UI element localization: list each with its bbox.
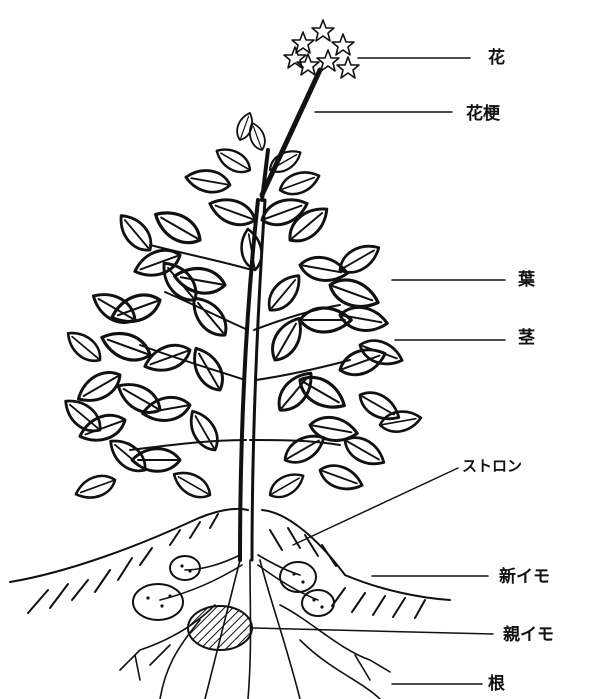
label-flower: 花 xyxy=(488,50,505,67)
label-stem: 茎 xyxy=(518,330,535,347)
label-stolon: ストロン xyxy=(462,459,522,474)
leader-stolon xyxy=(293,468,458,545)
leader-seed-tuber xyxy=(252,628,493,634)
label-leaf: 葉 xyxy=(518,272,535,289)
top-leaves xyxy=(184,111,322,200)
label-new-tuber: 新イモ xyxy=(499,569,550,586)
roots xyxy=(120,560,390,699)
label-seed-tuber: 親イモ xyxy=(503,627,554,644)
label-root: 根 xyxy=(488,676,505,693)
seed-tuber xyxy=(188,606,252,650)
label-peduncle: 花梗 xyxy=(466,106,500,123)
flower-cluster xyxy=(284,20,359,78)
